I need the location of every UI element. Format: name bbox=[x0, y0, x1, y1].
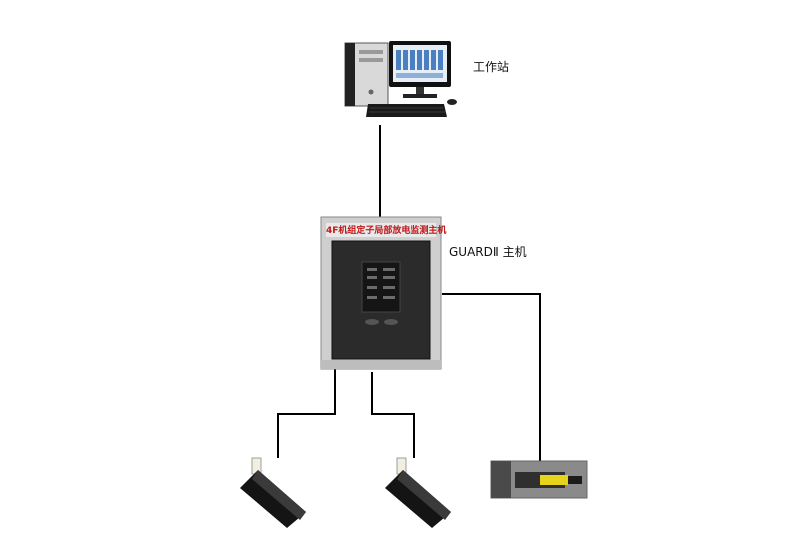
line-host-coupler bbox=[442, 293, 541, 462]
host-label: GUARDⅡ 主机 bbox=[449, 245, 527, 259]
sensor-icon bbox=[240, 457, 306, 528]
coupler-icon bbox=[490, 460, 588, 499]
workstation-label: 工作站 bbox=[473, 60, 510, 74]
computer-icon bbox=[344, 42, 389, 107]
host-cabinet bbox=[320, 216, 442, 370]
keyboard-icon bbox=[366, 104, 447, 117]
line-host-sensor-left bbox=[277, 368, 336, 458]
monitor-icon bbox=[389, 41, 451, 98]
sensor-icon bbox=[385, 457, 451, 528]
connection-lines bbox=[277, 125, 541, 462]
line-host-sensor-right bbox=[371, 372, 415, 458]
mouse-icon bbox=[447, 99, 457, 105]
host-panel-title: 4F机组定子局部放电监测主机 bbox=[326, 226, 447, 236]
